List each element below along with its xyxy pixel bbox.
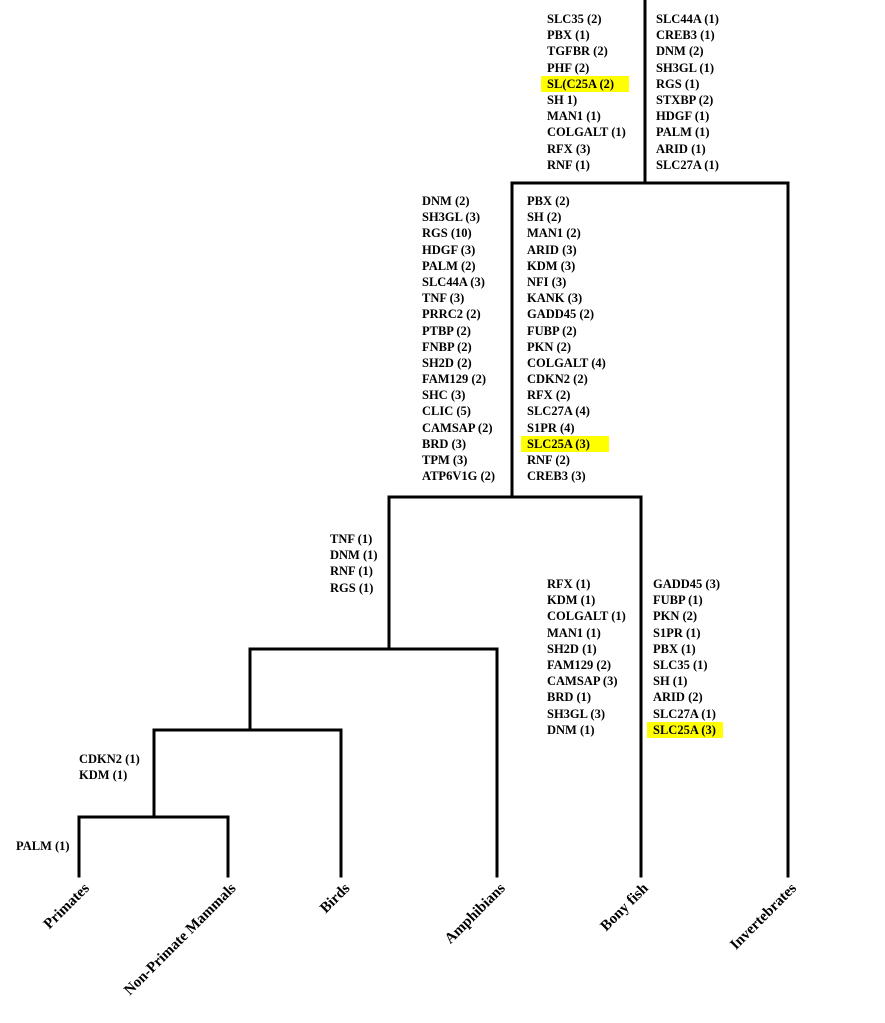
gene-entry: STXBP (2) xyxy=(656,92,714,107)
gene-entry: DNM (2) xyxy=(422,194,470,208)
gene-entry: RGS (10) xyxy=(422,226,472,241)
gene-entry: DNM (2) xyxy=(656,44,704,59)
gene-entry: COLGALT (1) xyxy=(547,609,626,624)
gene-list-top-left: SLC35 (2) PBX (1)TGFBR (2)PHF (2)SL(C25A … xyxy=(541,11,629,173)
gene-entry: CDKN2 (2) xyxy=(527,372,588,387)
gene-entry: CREB3 (3) xyxy=(527,469,586,484)
gene-list-top-right: SLC44A (1) CREB3 (1)DNM (2)SH3GL (1)RGS (… xyxy=(653,11,722,173)
gene-entry: KDM (1) xyxy=(547,593,596,608)
gene-entry: ARID (3) xyxy=(527,242,577,257)
gene-entry: PTBP (2) xyxy=(422,323,471,338)
gene-entry: MAN1 (1) xyxy=(547,625,601,640)
gene-entry: TGFBR (2) xyxy=(547,44,608,59)
gene-entry: GADD45 (2) xyxy=(527,307,595,322)
gene-entry: SH (2) xyxy=(527,210,562,225)
gene-entry: DNM (1) xyxy=(547,722,595,737)
gene-list-vertebrate-left: DNM (2) SH3GL (3)RGS (10)HDGF (3)PALM (2)… xyxy=(419,193,498,484)
gene-entry: ARID (1) xyxy=(656,141,706,156)
gene-entry: FAM129 (2) xyxy=(547,657,611,672)
gene-entry: RGS (1) xyxy=(330,580,374,595)
gene-entry: MAN1 (1) xyxy=(547,109,601,124)
gene-entry: PALM (1) xyxy=(656,125,710,140)
gene-entry: SH2D (1) xyxy=(547,641,597,656)
gene-entry: SH 1) xyxy=(547,92,578,107)
gene-entry: PKN (2) xyxy=(653,609,698,624)
gene-entry: TPM (3) xyxy=(422,453,468,467)
gene-entry: PALM (2) xyxy=(422,258,476,273)
gene-entry: PALM (1) xyxy=(16,839,70,853)
gene-entry: FNBP (2) xyxy=(422,339,472,354)
gene-entry: SLC27A (4) xyxy=(527,404,590,419)
gene-entry: PRRC2 (2) xyxy=(422,307,481,322)
gene-entry: SH (1) xyxy=(653,674,688,689)
gene-entry: SLC44A (1) xyxy=(656,12,719,26)
gene-list-tetrapod: TNF (1) DNM (1)RNF (1)RGS (1) xyxy=(327,531,381,596)
gene-entry: CDKN2 (1) xyxy=(79,752,140,766)
gene-entry: RFX (1) xyxy=(547,577,591,591)
gene-list-fish-left: RFX (1) KDM (1)COLGALT (1)MAN1 (1)SH2D (1… xyxy=(544,576,629,738)
gene-list-mammal: CDKN2 (1) KDM (1) xyxy=(76,751,143,783)
gene-entry: FUBP (1) xyxy=(653,593,703,608)
gene-entry: ATP6V1G (2) xyxy=(422,469,496,484)
gene-entry: PKN (2) xyxy=(527,339,572,354)
gene-entry: SH3GL (1) xyxy=(656,60,714,75)
gene-entry: PHF (2) xyxy=(547,60,590,75)
gene-entry: PBX (2) xyxy=(527,194,570,208)
gene-list-vertebrate-right: PBX (2) SH (2)MAN1 (2)ARID (3)KDM (3)NFI … xyxy=(521,193,609,484)
gene-entry: NFI (3) xyxy=(527,274,567,289)
gene-list-fish-right: GADD45 (3) FUBP (1)PKN (2)S1PR (1)PBX (1)… xyxy=(647,576,724,738)
gene-entry: MAN1 (2) xyxy=(527,226,581,241)
gene-entry: KDM (1) xyxy=(79,768,128,783)
gene-entry: DNM (1) xyxy=(330,548,378,563)
gene-entry: KDM (3) xyxy=(527,258,576,273)
gene-entry: COLGALT (4) xyxy=(527,355,606,370)
gene-entry: HDGF (3) xyxy=(422,242,476,257)
gene-entry: SLC35 (2) xyxy=(547,12,602,26)
gene-entry: PBX (1) xyxy=(547,28,590,43)
gene-entry: SLC27A (1) xyxy=(653,706,716,721)
gene-entry: COLGALT (1) xyxy=(547,125,626,140)
gene-list-primate: PALM (1) xyxy=(13,838,73,854)
gene-entry: HDGF (1) xyxy=(656,109,710,124)
gene-entry-highlighted: SLC25A (3) xyxy=(521,435,609,452)
gene-entry: RNF (2) xyxy=(527,453,570,467)
gene-entry: SH2D (2) xyxy=(422,355,472,370)
gene-entry: SLC35 (1) xyxy=(653,657,708,672)
gene-entry: FUBP (2) xyxy=(527,323,577,338)
gene-entry: SLC27A (1) xyxy=(656,157,719,172)
gene-entry: CLIC (5) xyxy=(422,404,471,419)
gene-entry: RFX (3) xyxy=(547,141,591,156)
gene-entry: RGS (1) xyxy=(656,76,700,91)
gene-entry: BRD (3) xyxy=(422,436,467,451)
gene-entry: CAMSAP (2) xyxy=(422,420,493,435)
gene-entry: SHC (3) xyxy=(422,388,466,403)
gene-entry: KANK (3) xyxy=(527,291,583,306)
gene-entry: GADD45 (3) xyxy=(653,577,721,591)
gene-entry: SLC44A (3) xyxy=(422,274,485,289)
gene-entry: S1PR (4) xyxy=(527,420,575,435)
gene-entry: BRD (1) xyxy=(547,690,592,705)
gene-entry: CREB3 (1) xyxy=(656,28,715,43)
gene-entry: FAM129 (2) xyxy=(422,372,486,387)
gene-entry-highlighted: SLC25A (3) xyxy=(647,721,724,738)
gene-entry: CAMSAP (3) xyxy=(547,674,618,689)
gene-entry: SH3GL (3) xyxy=(422,210,480,225)
gene-entry: ARID (2) xyxy=(653,690,703,705)
gene-entry: PBX (1) xyxy=(653,641,696,656)
gene-entry: SH3GL (3) xyxy=(547,706,605,721)
gene-entry: RNF (1) xyxy=(330,564,373,579)
gene-entry: RFX (2) xyxy=(527,388,571,403)
gene-entry: S1PR (1) xyxy=(653,625,701,640)
gene-entry: RNF (1) xyxy=(547,157,590,172)
gene-entry: TNF (3) xyxy=(422,291,465,306)
gene-entry-highlighted: SL(C25A (2) xyxy=(541,75,629,92)
gene-entry: TNF (1) xyxy=(330,532,373,546)
